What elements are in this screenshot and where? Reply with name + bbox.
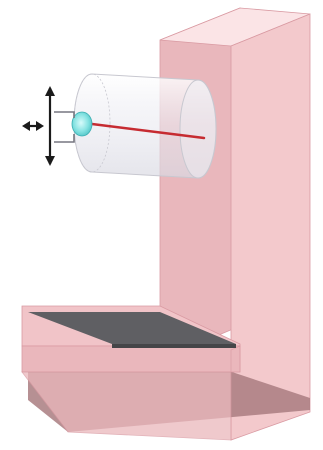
arrow-right-icon xyxy=(36,121,44,131)
base-front-face xyxy=(22,346,240,372)
plate-front-face xyxy=(112,344,236,348)
translucent-cylinder xyxy=(74,74,216,178)
lens xyxy=(72,112,92,136)
arrow-left-icon xyxy=(22,121,30,131)
move-handle-arrows xyxy=(22,86,55,166)
cylinder-end-cap xyxy=(180,80,216,178)
arrow-down-icon xyxy=(45,156,55,166)
mount-bracket xyxy=(54,112,74,142)
arrow-up-icon xyxy=(45,86,55,96)
wall-side-face xyxy=(160,8,240,360)
